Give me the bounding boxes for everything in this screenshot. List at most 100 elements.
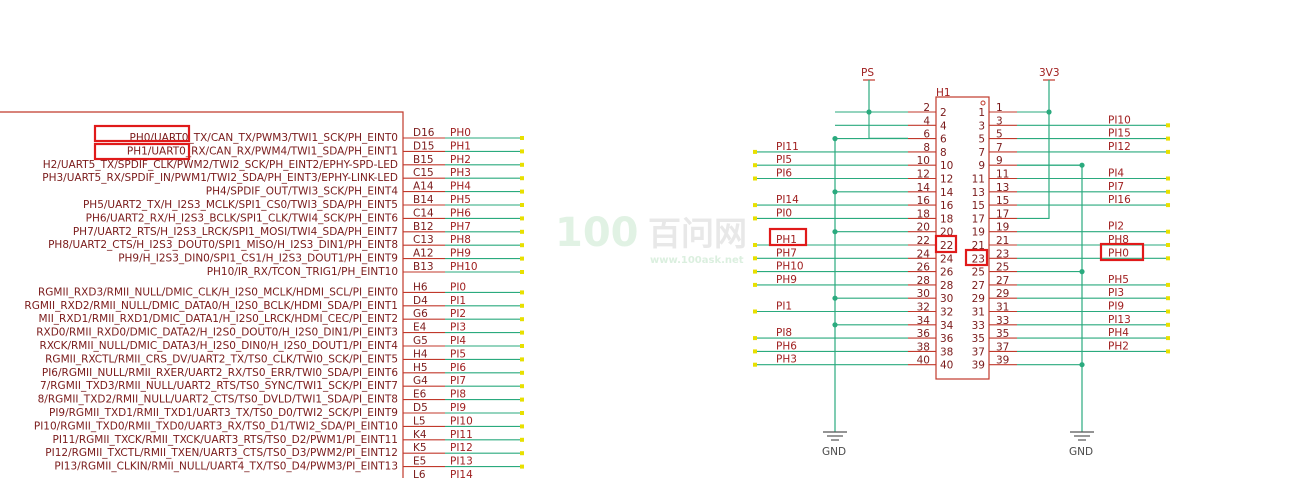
net-endpoint: [753, 309, 757, 314]
header-net-label: PI6: [776, 168, 792, 180]
pin-number-inner: 3: [978, 120, 985, 132]
pin-number: 25: [996, 262, 1009, 274]
header-net-label: PI1: [776, 301, 792, 313]
soc-pin-function: 8/RGMII_TXD2/RMII_NULL/UART2_CTS/TS0_DVL…: [38, 394, 398, 406]
pin-number: 23: [996, 248, 1009, 260]
soc-pin-row: RGMII_RXD2/RMII_NULL/DMIC_DATA0/H_I2S0_B…: [24, 295, 524, 312]
net-endpoint: [520, 162, 524, 167]
soc-pin-row: RGMII_RXCTL/RMII_CRS_DV/UART2_TX/TS0_CLK…: [45, 348, 524, 365]
pin-number-inner: 38: [940, 346, 953, 358]
pin-number: 8: [923, 142, 930, 154]
gnd-symbol-right: GND: [1069, 431, 1094, 458]
soc-net-label: PI4: [450, 335, 466, 347]
net-endpoint: [1166, 176, 1170, 181]
pin-number: 39: [996, 355, 1009, 367]
soc-pin-row: PI12/RGMII_TXCTL/RMII_TXEN/UART3_CTS/TS0…: [45, 442, 524, 459]
net-endpoint: [520, 229, 524, 234]
pin-number: 13: [996, 182, 1009, 194]
net-endpoint: [1166, 229, 1170, 234]
pin-number: 16: [917, 195, 931, 207]
soc-net-label: PI10: [450, 415, 473, 427]
pin-number: 34: [917, 315, 931, 327]
header-pin-1: 11: [978, 102, 1017, 119]
soc-net-label: PI7: [450, 375, 466, 387]
soc-net-label: PI5: [450, 348, 466, 360]
header-net-label: PH3: [776, 354, 797, 366]
soc-net-label: PI6: [450, 362, 466, 374]
soc-ball-id: B15: [413, 154, 434, 166]
net-pi1: PI1: [753, 301, 908, 314]
watermark-url: www.100ask.net: [650, 255, 744, 266]
header-net-label: PI12: [1108, 141, 1131, 153]
pin-number: 27: [996, 275, 1009, 287]
soc-ball-id: B12: [413, 221, 434, 233]
soc-pin-row: PI11/RGMII_TXCK/RMII_TXCK/UART3_RTS/TS0_…: [53, 429, 524, 446]
soc-pin-function: PI9/RGMII_TXD1/RMII_TXD1/UART3_TX/TS0_D0…: [49, 407, 398, 419]
net-endpoint: [520, 330, 524, 335]
net-endpoint: [1166, 282, 1170, 287]
soc-pin-row: PH6/UART2_RX/H_I2S3_BCLK/SPI1_CLK/TWI4_S…: [86, 207, 524, 224]
net-pi13: PI13: [1017, 314, 1170, 327]
soc-ball-id: D4: [413, 295, 428, 307]
soc-pin-function: 7/RGMII_TXD3/RMII_NULL/UART2_RTS/TS0_SYN…: [40, 380, 398, 392]
pin-number-inner: 2: [940, 107, 947, 119]
pin-number: 20: [917, 222, 930, 234]
soc-pin-function: RGMII_RXCTL/RMII_CRS_DV/UART2_TX/TS0_CLK…: [45, 353, 398, 365]
pin-number: 22: [917, 235, 930, 247]
pin-number-inner: 32: [940, 307, 953, 319]
net-endpoint: [520, 464, 524, 469]
header-net-label: PI7: [1108, 181, 1124, 193]
soc-pin-function: PI6/RGMII_NULL/RMII_RXER/UART2_RX/TS0_ER…: [42, 367, 398, 379]
net-endpoint: [520, 397, 524, 402]
pin-number-inner: 4: [940, 120, 947, 132]
highlight-uart0-tx: [93, 124, 191, 143]
soc-pin-function: PH3/UART5_RX/SPDIF_IN/PWM1/TWI2_SDA/PH_E…: [42, 172, 398, 184]
net-endpoint: [753, 176, 757, 181]
pin-number-inner: 8: [940, 147, 947, 159]
soc-ball-id: B13: [413, 261, 434, 273]
soc-pin-row: RXD0/RMII_RXD0/DMIC_DATA2/H_I2S0_DOUT0/H…: [36, 322, 524, 339]
net-endpoint: [520, 357, 524, 362]
soc-ball-id: G5: [413, 335, 428, 347]
pin-number-inner: 5: [978, 134, 985, 146]
soc-pin-function: RXCK/RMII_NULL/DMIC_DATA3/H_I2S0_DIN0/H_…: [40, 340, 399, 352]
header-net-label: PH0: [1108, 247, 1129, 259]
net-ph9: PH9: [753, 274, 908, 287]
pin1-marker: [980, 100, 986, 106]
pin-number-inner: 10: [940, 160, 953, 172]
soc-ball-id: H5: [413, 362, 428, 374]
header-net-label: PI10: [1108, 114, 1131, 126]
net-pi10: PI10: [1017, 114, 1170, 128]
soc-ball-id: K4: [413, 429, 427, 441]
net-endpoint: [1166, 189, 1170, 194]
header-net-label: PH9: [776, 274, 797, 286]
soc-ball-id: C13: [413, 234, 434, 246]
net-endpoint: [520, 384, 524, 389]
soc-ball-id: C15: [413, 167, 434, 179]
net-endpoint: [520, 256, 524, 261]
soc-pin-function: PH6/UART2_RX/H_I2S3_BCLK/SPI1_CLK/TWI4_S…: [86, 212, 399, 224]
pin-number: 32: [917, 302, 930, 314]
pin-number-inner: 6: [940, 134, 947, 146]
net-pi0: PI0: [753, 207, 908, 221]
net-endpoint: [520, 451, 524, 456]
pin-number: 9: [996, 155, 1003, 167]
soc-net-label: PI14: [450, 469, 473, 478]
header-pin-32: 32 32: [908, 302, 953, 319]
net-endpoint: [753, 336, 757, 341]
soc-net-label: PI1: [450, 295, 466, 307]
pin-number: 40: [917, 355, 930, 367]
net-endpoint: [520, 203, 524, 207]
pin-number-inner: 28: [940, 280, 953, 292]
